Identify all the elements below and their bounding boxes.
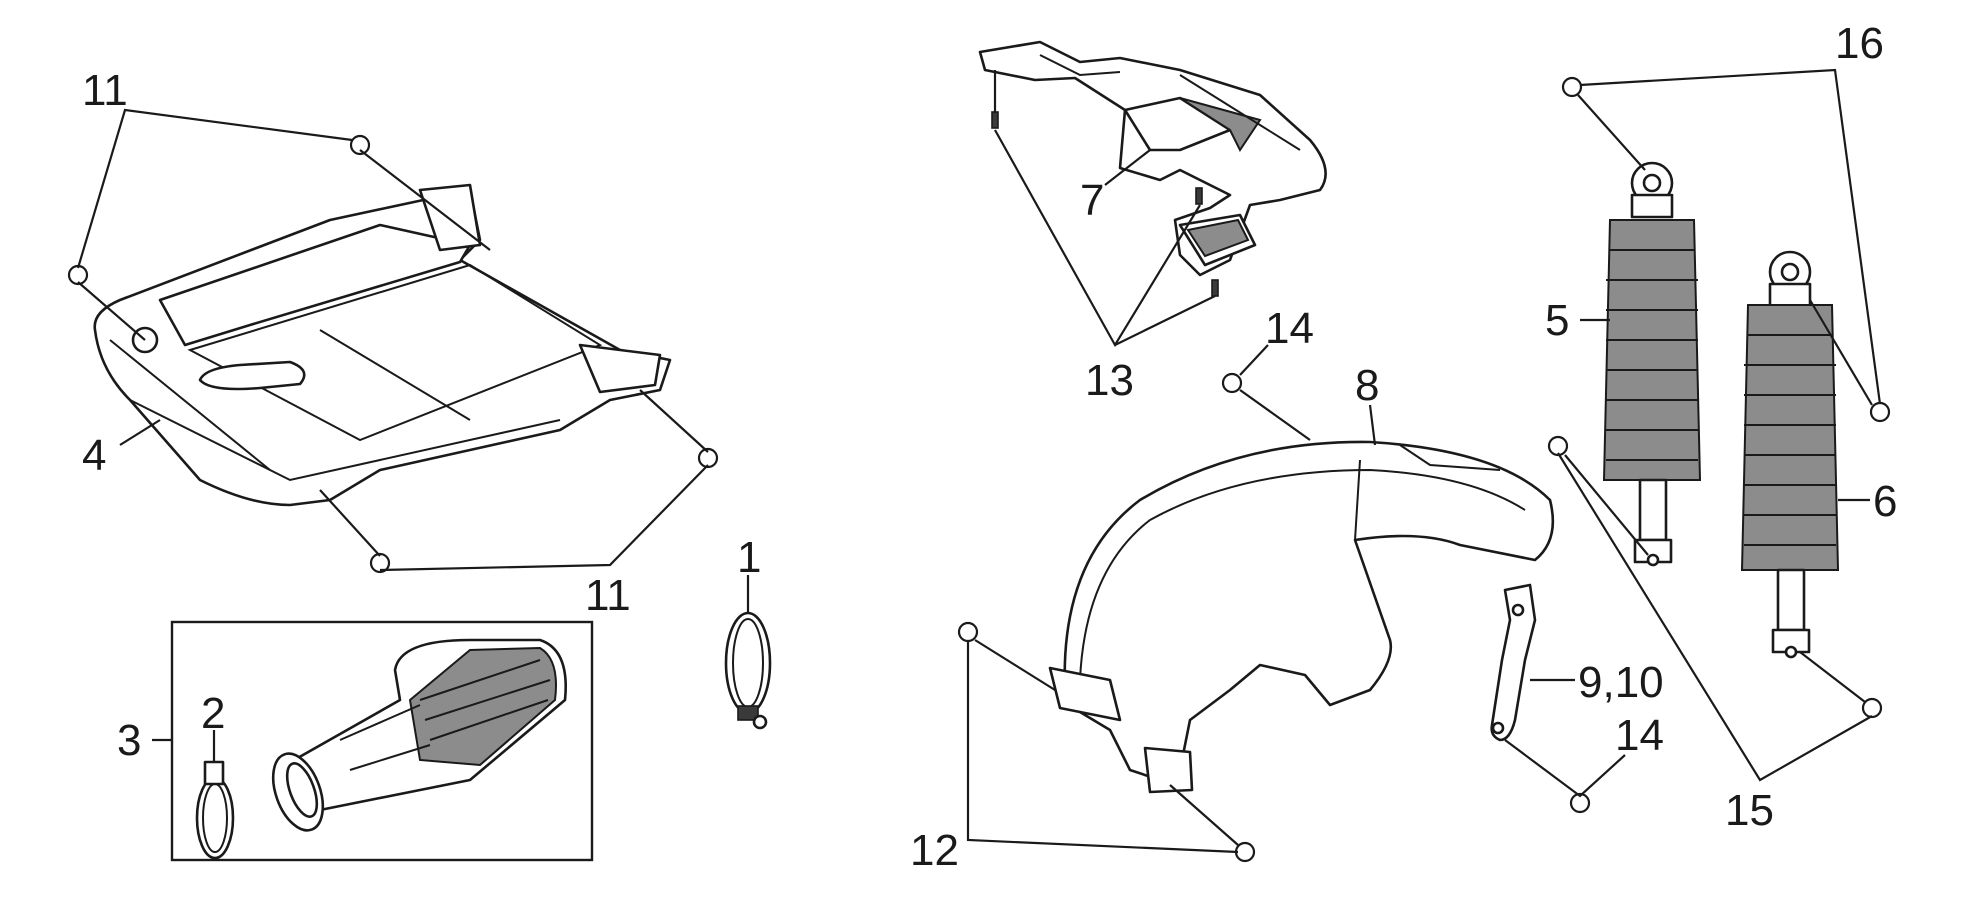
screw-13-c <box>1211 279 1219 297</box>
callout-4: 4 <box>82 431 106 480</box>
callout-14-bottom: 14 <box>1615 711 1664 760</box>
part-8-rear-fender <box>1048 440 1555 794</box>
callout-1: 1 <box>737 533 761 582</box>
callout-6: 6 <box>1873 477 1897 526</box>
part-2-small-clamp <box>195 760 235 860</box>
part-7-inner-bracket <box>978 40 1327 277</box>
bolt-16-b <box>1869 401 1891 423</box>
bolt-14-b <box>1569 792 1591 814</box>
part-9-10-flap-bracket <box>1490 583 1537 742</box>
bolt-11-b <box>349 134 371 156</box>
callout-5: 5 <box>1545 296 1569 345</box>
callout-14-top: 14 <box>1265 304 1314 353</box>
part-6-shock-absorber <box>1740 250 1840 659</box>
part-5-shock-absorber <box>1602 161 1702 567</box>
callout-2: 2 <box>201 689 225 738</box>
callout-labels: 11 4 11 1 2 3 7 13 14 8 9,10 14 12 5 6 1… <box>82 19 1897 875</box>
bolt-11-c <box>697 447 719 469</box>
callout-12: 12 <box>910 826 959 875</box>
screw-13-b <box>1195 187 1203 205</box>
callout-8: 8 <box>1355 361 1379 410</box>
callout-11-top: 11 <box>82 66 128 115</box>
part-4-floor-tray <box>93 183 672 507</box>
callout-16: 16 <box>1835 19 1884 68</box>
screw-13-a <box>991 111 999 129</box>
callout-13: 13 <box>1085 356 1134 405</box>
bolt-14-a <box>1221 372 1243 394</box>
callout-3: 3 <box>117 716 141 765</box>
leader-lines <box>76 68 1882 854</box>
callout-15: 15 <box>1725 786 1774 835</box>
bolt-11-a <box>67 264 89 286</box>
bolt-15-b <box>1861 697 1883 719</box>
callout-9-10: 9,10 <box>1578 658 1664 707</box>
part-1-large-clamp <box>724 611 772 730</box>
bolt-16-a <box>1561 76 1583 98</box>
part-3-intake-boot <box>271 638 567 832</box>
bolt-12-a <box>957 621 979 643</box>
callout-7: 7 <box>1080 176 1104 225</box>
callout-11-bottom: 11 <box>585 571 631 620</box>
bolt-11-d <box>369 552 391 574</box>
bolt-15-a <box>1547 435 1569 457</box>
bolt-12-b <box>1234 841 1256 863</box>
